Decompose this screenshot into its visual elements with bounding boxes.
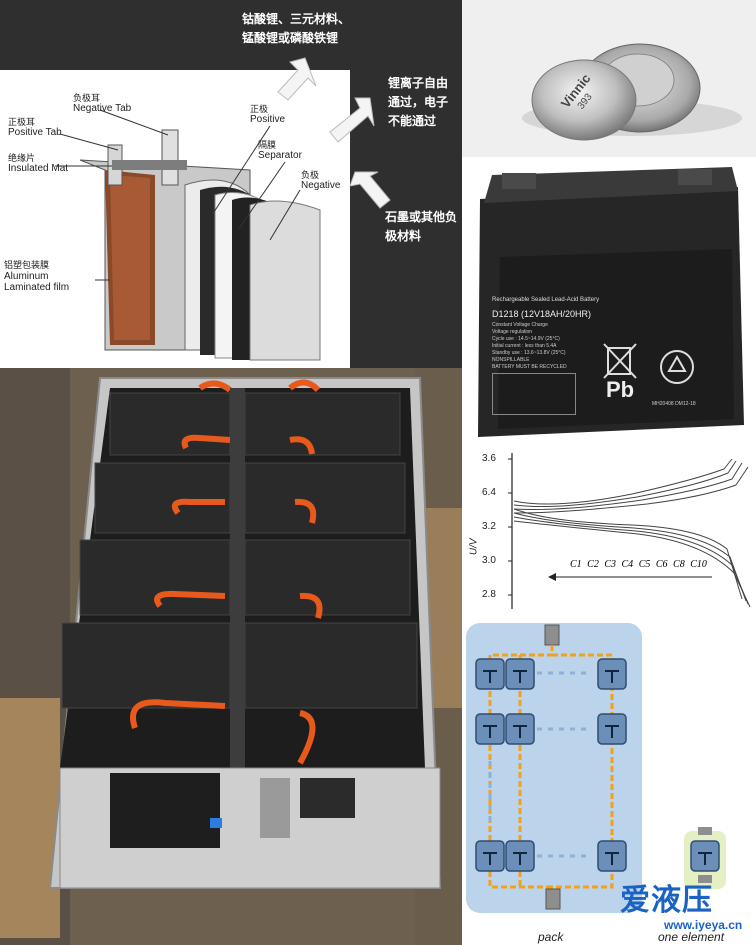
battery-spec-line-4: Standby use : 13.6~13.8V (25°C) — [492, 350, 566, 356]
y-tick-3: 3.0 — [482, 555, 496, 566]
pack-wiring — [475, 624, 726, 910]
y-tick-2: 3.2 — [482, 521, 496, 532]
lead-acid-battery-body — [478, 167, 744, 437]
crossed-bin-icon — [603, 343, 637, 379]
cycle-label: C10 — [690, 559, 707, 570]
battery-pack-illustration — [0, 368, 462, 945]
y-tick-1: 6.4 — [482, 487, 496, 498]
cycle-label: C3 — [604, 559, 617, 570]
battery-spec-line-5: NONSPILLABLE — [492, 357, 530, 363]
annotation-anode-materials: 石墨或其他负极材料 — [385, 210, 458, 244]
annotation-arrows — [277, 57, 391, 209]
cycle-labels: C1 C2 C3 C4 C5 C6 C8 C10 — [570, 559, 707, 570]
coin-cell-photo: Vinnic 393 — [462, 0, 756, 157]
battery-model: D1218 (12V18AH/20HR) — [492, 309, 592, 319]
recycle-icon — [660, 350, 694, 384]
pack-schematic: pack one element — [462, 621, 756, 945]
watermark-logo-text: 爱液压 — [620, 883, 713, 918]
cycle-label: C5 — [638, 559, 651, 570]
pb-symbol: Pb — [606, 377, 635, 402]
y-axis-label: U/V — [468, 538, 480, 556]
cycle-label: C4 — [621, 559, 634, 570]
curve-plot — [508, 453, 751, 609]
cycle-label: C1 — [570, 559, 582, 570]
pack-caption: pack — [538, 930, 564, 944]
pouch-cell-illustration — [0, 70, 350, 368]
annotation-cathode-materials: 钴酸锂、三元材料、锰酸锂或磷酸铁锂 — [242, 12, 351, 46]
battery-code: MH20408 DM12-18 — [652, 401, 696, 407]
battery-warning-box — [492, 373, 576, 415]
one-element-caption: one element — [658, 930, 725, 944]
cycle-label: C2 — [587, 559, 599, 570]
battery-spec-line-0: Constant Voltage Charge — [492, 322, 548, 328]
discharge-curve-chart: U/V 3.6 6.4 3.2 3.0 2.8 C1 C2 C3 C4 C5 C… — [462, 449, 756, 621]
watermark-logo: 爱液压 www.iyeya.cn — [620, 884, 752, 936]
cell-icon — [475, 658, 627, 872]
watermark-url: www.iyeya.cn — [664, 918, 743, 932]
battery-spec-line-3: Initial current : less than 5.4A — [492, 343, 557, 349]
lead-acid-battery-photo: Rechargeable Sealed Lead-Acid Battery D1… — [462, 157, 756, 449]
y-tick-4: 2.8 — [482, 589, 496, 600]
cycle-label: C8 — [673, 559, 685, 570]
battery-spec-line-2: Cycle use : 14.5~14.9V (25°C) — [492, 336, 560, 342]
battery-spec-line-6: BATTERY MUST BE RECYCLED — [492, 364, 567, 370]
annotation-separator-function: 锂离子自由通过，电子不能通过 — [388, 76, 449, 129]
battery-spec-line-1: Voltage regulation — [492, 329, 533, 335]
coin-cell-illustration — [522, 43, 742, 141]
y-tick-0: 3.6 — [482, 453, 496, 464]
cycle-label: C6 — [655, 559, 668, 570]
battery-pack-photo — [0, 368, 462, 945]
battery-title: Rechargeable Sealed Lead-Acid Battery — [492, 297, 600, 303]
